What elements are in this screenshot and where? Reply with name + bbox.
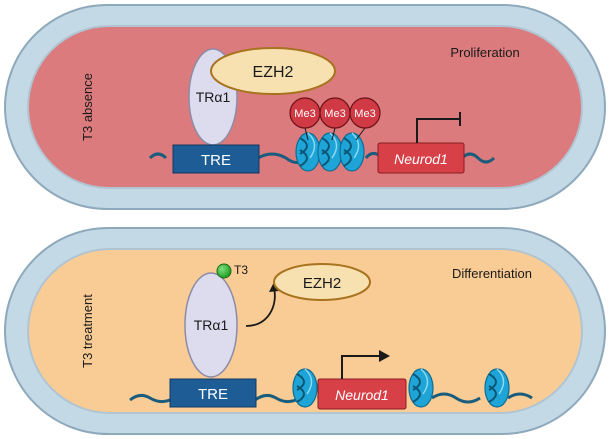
nucleosome xyxy=(484,368,510,408)
arrow-head-icon xyxy=(379,350,390,362)
gene-label: Neurod1 xyxy=(394,151,448,167)
tre-label: TRE xyxy=(201,152,231,169)
ligand-label: T3 xyxy=(234,263,248,277)
nucleosome xyxy=(408,368,434,408)
state-label: Differentiation xyxy=(452,266,532,281)
tre-element xyxy=(169,378,257,408)
side-label: T3 treatment xyxy=(80,294,95,368)
nucleosome xyxy=(339,132,365,172)
ezh2-label: EZH2 xyxy=(253,64,294,81)
receptor-label: TRα1 xyxy=(196,89,231,105)
active-promoter-icon xyxy=(341,355,380,379)
panel-t3-treatment: T3 treatment Differentiation TRα1 T3 EZH… xyxy=(4,227,606,435)
repressed-promoter-icon xyxy=(416,118,460,143)
t3-ligand-icon xyxy=(216,263,232,279)
me3-link xyxy=(355,127,366,141)
ezh2-protein xyxy=(210,47,336,95)
receptor-label: TRα1 xyxy=(194,317,229,333)
gene-label: Neurod1 xyxy=(335,387,389,403)
ezh2-protein xyxy=(273,263,371,301)
nucleosome xyxy=(317,132,343,172)
neurod1-gene xyxy=(317,378,407,410)
neurod1-gene xyxy=(377,142,465,174)
me3-label: Me3 xyxy=(354,108,375,120)
state-label: Proliferation xyxy=(450,45,519,60)
panel-t3-absence: T3 absence Proliferation Me3 Me3 Me3 TRα… xyxy=(4,4,606,210)
tre-label: TRE xyxy=(198,386,228,403)
release-arrow xyxy=(245,287,276,327)
cell-interior xyxy=(27,248,583,414)
tre-element xyxy=(172,144,260,174)
dna-strand xyxy=(431,392,533,404)
nucleosome xyxy=(292,368,318,408)
me3-mark: Me3 xyxy=(289,97,321,129)
me3-mark: Me3 xyxy=(349,97,381,129)
ezh2-label: EZH2 xyxy=(303,275,341,292)
me3-mark: Me3 xyxy=(319,97,351,129)
me3-link xyxy=(331,127,336,141)
dna-strand xyxy=(129,393,297,404)
me3-link xyxy=(304,127,309,141)
me3-label: Me3 xyxy=(324,108,345,120)
side-label: T3 absence xyxy=(80,73,95,141)
tr-alpha1-receptor xyxy=(184,272,238,378)
me3-label: Me3 xyxy=(294,108,315,120)
arrow-head-icon xyxy=(269,282,279,292)
